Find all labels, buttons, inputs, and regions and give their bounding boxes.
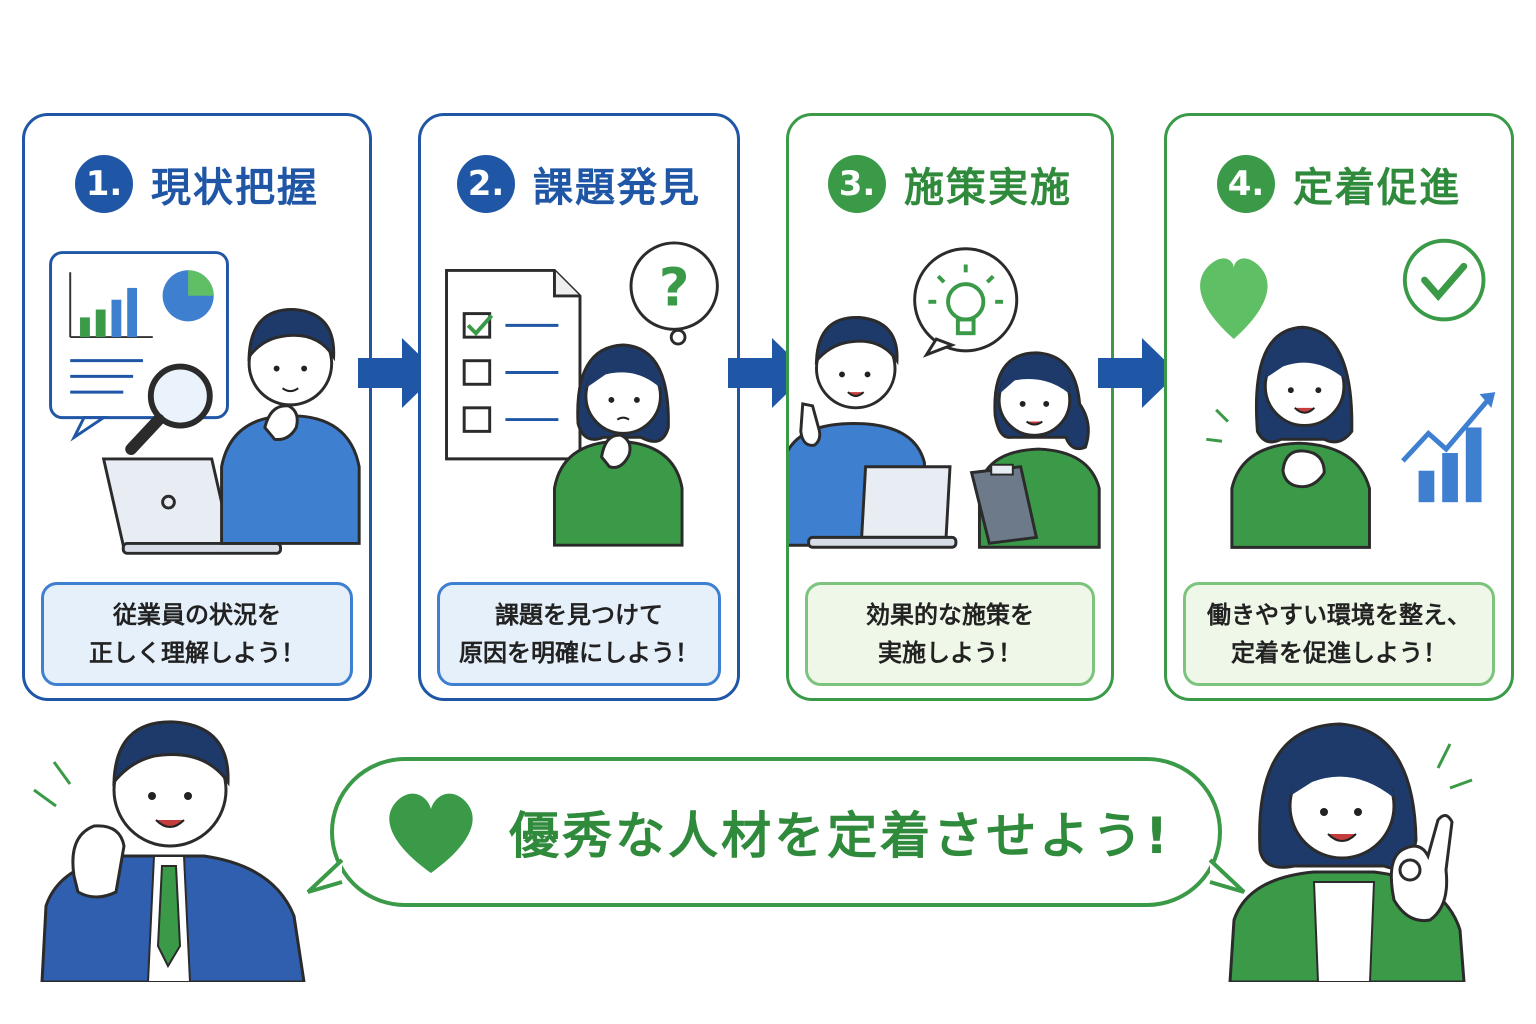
- woman-ok-character: [1228, 722, 1473, 982]
- thinking-woman: [552, 343, 684, 547]
- step-2-card: 2. 課題発見 ? 課: [418, 113, 740, 701]
- step-1-number: 1.: [75, 155, 133, 213]
- step-3-text-line1: 効果的な施策を: [866, 601, 1034, 629]
- step-1-speech-bubble: 従業員の状況を 正しく理解しよう！: [41, 582, 353, 686]
- magnifier-icon: [125, 363, 213, 456]
- pointing-man: [789, 316, 926, 547]
- thinking-man: [220, 308, 361, 545]
- happy-woman: [1230, 325, 1371, 549]
- step-1-title: 現状把握: [151, 165, 319, 211]
- step-2-header: 2. 課題発見: [421, 154, 737, 214]
- checklist-icon: [445, 268, 582, 461]
- step-1-text-line2: 正しく理解しよう！: [89, 639, 305, 667]
- step-4-text-line1: 働きやすい環境を整え、: [1207, 601, 1471, 629]
- goal-banner: 優秀な人材を定着させよう!: [330, 757, 1222, 907]
- step-2-text-line1: 課題を見つけて: [495, 601, 663, 629]
- svg-text:?: ?: [659, 258, 690, 319]
- step-1-illustration: [49, 251, 361, 555]
- step-4-number: 4.: [1217, 155, 1275, 213]
- step-3-title: 施策実施: [904, 165, 1072, 211]
- step-3-text-line2: 実施しよう！: [878, 639, 1022, 667]
- step-3-header: 3. 施策実施: [789, 154, 1111, 214]
- question-mark-icon: ?: [629, 241, 719, 346]
- step-2-speech-bubble: 課題を見つけて 原因を明確にしよう！: [437, 582, 721, 686]
- banner-tail-right: [1208, 858, 1246, 894]
- businessman-character: [33, 720, 306, 982]
- step-2-illustration: ?: [445, 241, 719, 547]
- step-4-title: 定着促進: [1293, 165, 1461, 211]
- report-chart-icon: [49, 251, 229, 442]
- clipboard-woman: [969, 351, 1101, 549]
- laptop-icon: [101, 457, 283, 555]
- step-4-card: 4. 定着促進 働きやすい環境を: [1164, 113, 1514, 701]
- step-3-speech-bubble: 効果的な施策を 実施しよう！: [805, 582, 1095, 686]
- step-4-speech-bubble: 働きやすい環境を整え、 定着を促進しよう！: [1183, 582, 1495, 686]
- step-3-illustration: [789, 247, 1101, 549]
- step-2-text-line2: 原因を明確にしよう！: [459, 639, 699, 667]
- step-3-number: 3.: [828, 155, 886, 213]
- banner-tail-left: [306, 858, 344, 894]
- step-3-card: 3. 施策実施: [786, 113, 1114, 701]
- lightbulb-icon: [913, 247, 1019, 358]
- arrow-right-icon: [1098, 338, 1178, 408]
- check-circle-icon: [1402, 238, 1486, 322]
- step-1-header: 1. 現状把握: [25, 154, 369, 214]
- growth-chart-icon: [1401, 392, 1496, 503]
- banner-text: 優秀な人材を定着させよう!: [509, 807, 1171, 865]
- step-4-illustration: [1200, 238, 1496, 549]
- step-4-text-line2: 定着を促進しよう！: [1231, 639, 1447, 667]
- step-1-text-line1: 従業員の状況を: [113, 601, 281, 629]
- laptop-icon: [807, 465, 958, 549]
- step-4-header: 4. 定着促進: [1167, 154, 1511, 214]
- step-2-title: 課題発見: [533, 165, 701, 211]
- sparkle-lines: [1206, 408, 1229, 443]
- step-1-card: 1. 現状把握: [22, 113, 372, 701]
- step-2-number: 2.: [457, 155, 515, 213]
- heart-icon: [389, 793, 473, 873]
- heart-icon: [1200, 258, 1268, 340]
